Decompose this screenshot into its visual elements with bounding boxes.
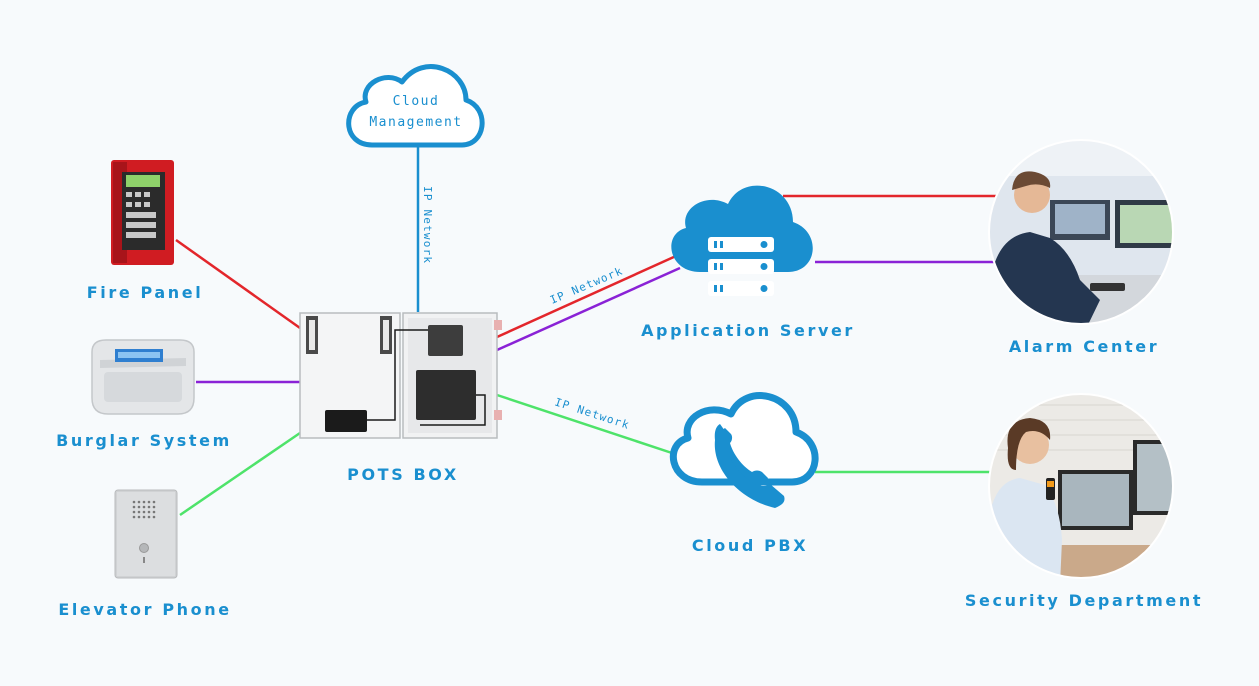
ip-network-label-vertical: IP Network xyxy=(421,186,434,264)
cloud-pbx-label: Cloud PBX xyxy=(691,536,809,555)
elevator-phone-device[interactable] xyxy=(114,489,178,579)
elevator-phone-link xyxy=(179,431,301,517)
phone-handset-icon xyxy=(718,428,768,488)
alarm-center-photo xyxy=(989,140,1173,324)
application-server-icon[interactable] xyxy=(671,185,813,296)
fire-panel-link xyxy=(175,238,301,330)
cloud-management-line2: Management xyxy=(369,115,463,130)
burglar-system-device[interactable] xyxy=(91,339,195,415)
pbx-green-link xyxy=(496,393,679,457)
cloud-management-line1: Cloud xyxy=(392,94,440,109)
cloud-management-label: Cloud Management xyxy=(369,94,462,130)
fire-panel-device[interactable] xyxy=(111,160,174,265)
security-department-photo xyxy=(989,394,1173,578)
connection-lines xyxy=(175,146,1000,517)
application-server-label: Application Server xyxy=(641,321,855,340)
cloud-management-icon[interactable] xyxy=(346,64,485,148)
server-red-link xyxy=(496,254,677,339)
burglar-system-label: Burglar System xyxy=(56,431,232,450)
elevator-phone-label: Elevator Phone xyxy=(58,600,232,619)
cloud-pbx-icon[interactable] xyxy=(669,392,819,508)
alarm-center-label: Alarm Center xyxy=(1008,337,1160,356)
pots-box-device[interactable] xyxy=(299,312,502,439)
pots-box-label: POTS BOX xyxy=(347,465,459,484)
fire-panel-label: Fire Panel xyxy=(86,283,204,302)
server-purple-link xyxy=(496,266,681,352)
security-department-label: Security Department xyxy=(964,591,1204,610)
